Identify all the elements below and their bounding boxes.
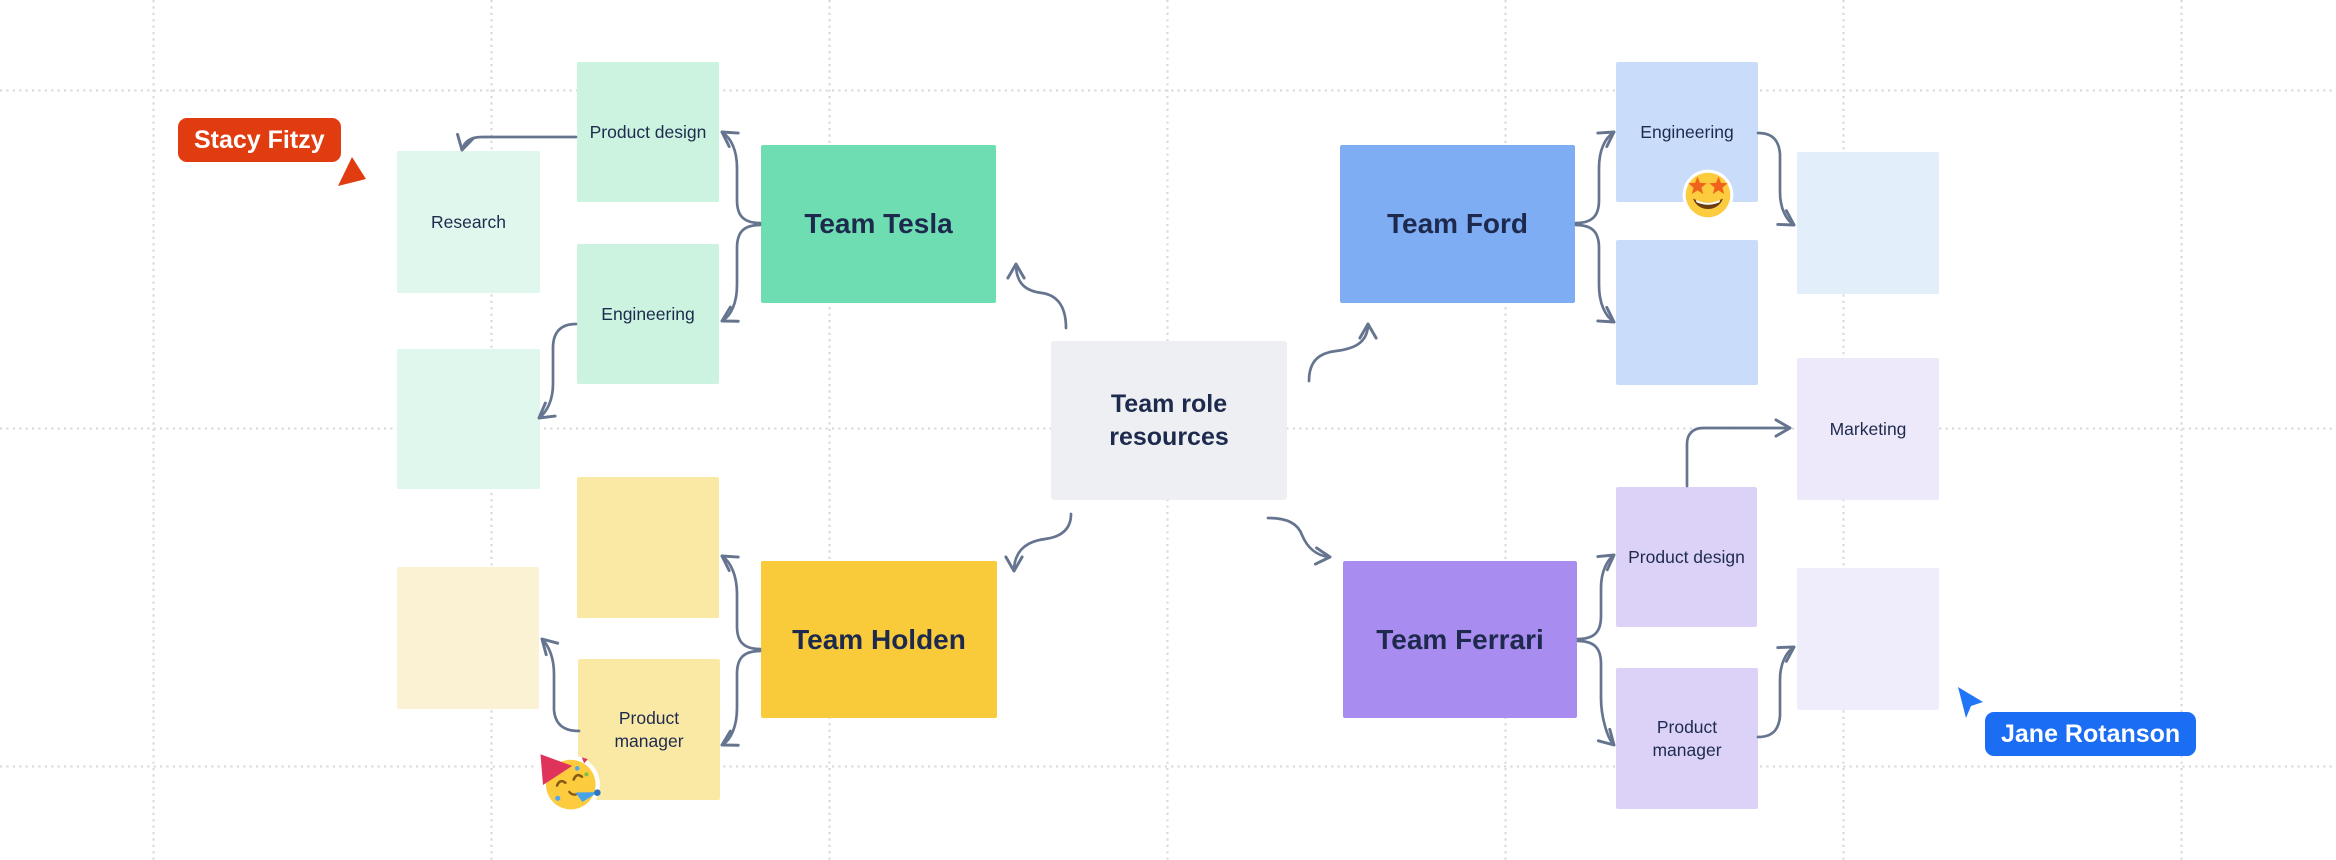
stacy-name-label: Stacy Fitzy — [178, 118, 341, 162]
connector-center-holden[interactable] — [1004, 512, 1073, 573]
connector-product-design-research[interactable] — [456, 132, 578, 152]
sticky-empty-green[interactable] — [397, 349, 540, 489]
team-node-tesla[interactable]: Team Tesla — [761, 145, 996, 303]
connector-product-manager-pale-yellow[interactable] — [540, 637, 581, 733]
sticky-empty-pale-blue[interactable] — [1797, 152, 1939, 294]
connector-center-tesla[interactable] — [1006, 262, 1068, 330]
sticky-research[interactable]: Research — [397, 151, 540, 293]
connector-holden-empty-yellow[interactable] — [720, 554, 762, 651]
connector-tesla-product-design[interactable] — [720, 130, 762, 225]
sticky-empty-blue[interactable] — [1616, 240, 1758, 385]
team-node-ford[interactable]: Team Ford — [1340, 145, 1575, 303]
sticky-product-manager-purple[interactable]: Product manager — [1616, 668, 1758, 809]
team-node-holden[interactable]: Team Holden — [761, 561, 997, 718]
connector-center-ford[interactable] — [1307, 322, 1378, 383]
connector-tesla-engineering[interactable] — [720, 223, 762, 323]
connector-ferrari-product-design[interactable] — [1576, 553, 1616, 641]
sticky-product-manager-yellow[interactable]: Product manager — [578, 659, 720, 800]
sticky-marketing[interactable]: Marketing — [1797, 358, 1939, 500]
team-node-ferrari[interactable]: Team Ferrari — [1343, 561, 1577, 718]
stacy-cursor-icon — [338, 157, 366, 186]
star-struck-emoji-sticker[interactable] — [1680, 167, 1736, 223]
connector-product-design-marketing[interactable] — [1685, 418, 1792, 488]
connector-engineering-empty-green[interactable] — [537, 322, 578, 420]
jane-cursor-icon — [1958, 687, 1983, 718]
jane-name-label: Jane Rotanson — [1985, 712, 2197, 756]
connector-product-manager-pale-purple[interactable] — [1756, 645, 1796, 739]
sticky-engineering-green[interactable]: Engineering — [577, 244, 719, 384]
party-face-emoji-sticker[interactable] — [534, 746, 604, 816]
sticky-engineering-blue[interactable]: Engineering — [1616, 62, 1758, 202]
sticky-product-design-purple[interactable]: Product design — [1616, 487, 1757, 627]
sticky-empty-pale-yellow[interactable] — [397, 567, 539, 709]
center-node-label: Team role resources — [1109, 390, 1229, 451]
sticky-empty-pale-purple[interactable] — [1797, 568, 1939, 710]
connector-ford-empty-blue[interactable] — [1574, 223, 1616, 324]
sticky-product-design-green[interactable]: Product design — [577, 62, 719, 202]
connector-center-ferrari[interactable] — [1266, 516, 1332, 566]
mindmap-center-node[interactable]: Team role resources — [1051, 341, 1287, 500]
connector-ferrari-product-manager[interactable] — [1576, 639, 1616, 747]
connector-ford-engineering[interactable] — [1574, 130, 1616, 225]
connector-holden-product-manager[interactable] — [720, 649, 762, 747]
sticky-empty-yellow[interactable] — [577, 477, 719, 618]
connector-engineering-pale-blue[interactable] — [1756, 131, 1796, 227]
